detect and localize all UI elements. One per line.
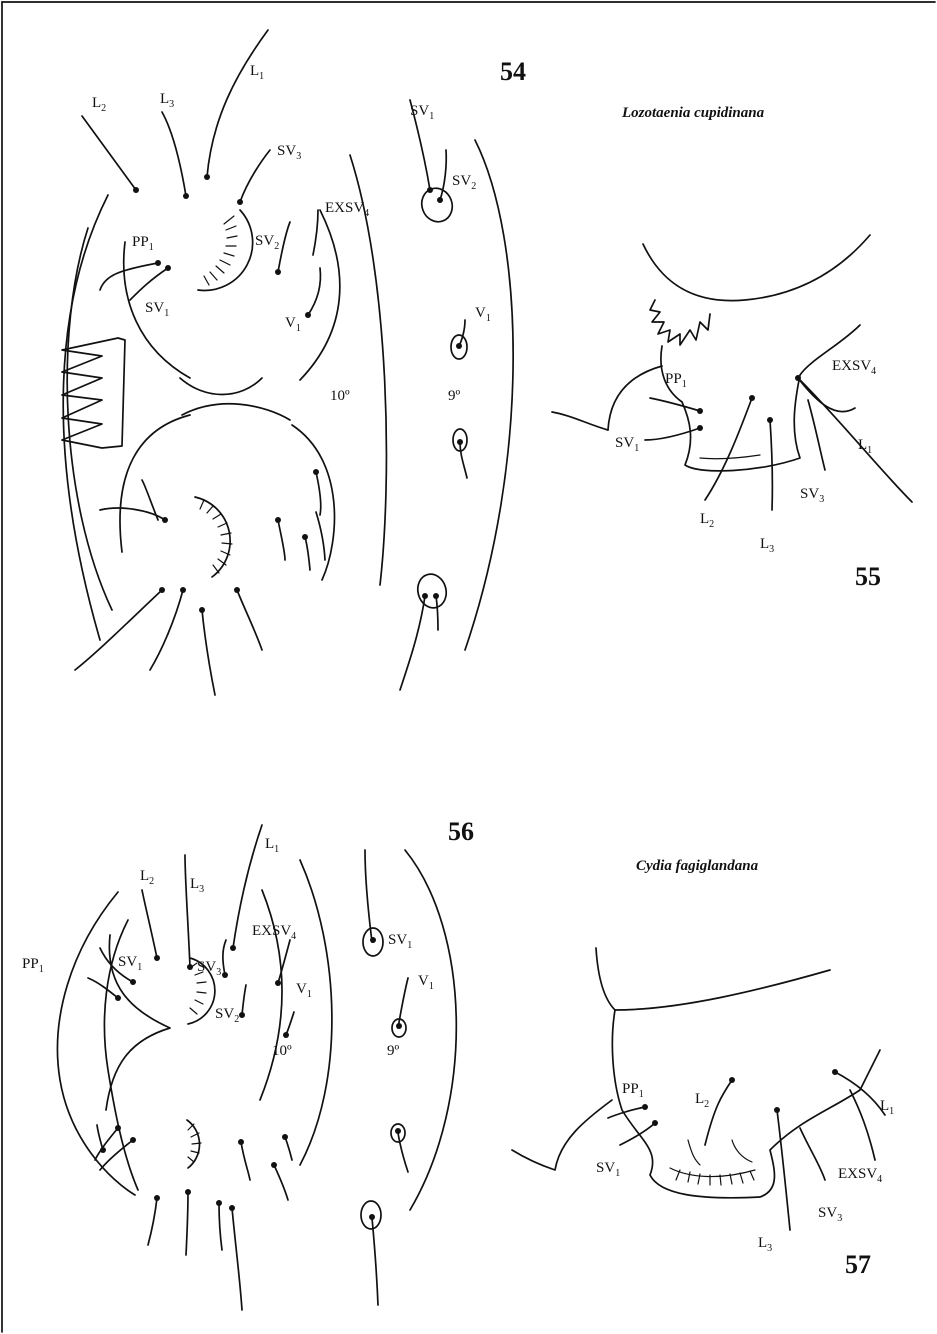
setae-labels-57: PP1 SV1 L2 L1 EXSV4 SV3 L3 — [596, 1081, 894, 1254]
segment-line-upper — [300, 210, 340, 380]
proleg-fold-b — [732, 1140, 752, 1162]
label-L1-55: L1 — [858, 437, 872, 456]
label-L1: L1 — [250, 63, 264, 82]
label-L3-56: L3 — [190, 876, 204, 895]
label-L3-57: L3 — [758, 1235, 772, 1254]
setae-lines-54 — [75, 30, 467, 695]
segment-9-boundary-56 — [405, 850, 456, 1210]
figure-55: PP1 SV1 EXSV4 L1 SV3 L2 L3 55 — [552, 235, 912, 591]
label-SV1: SV1 — [145, 300, 169, 319]
crochet-hooks-57 — [676, 1170, 754, 1185]
figure-number-57: 57 — [845, 1250, 871, 1279]
segment-10-boundary — [350, 155, 386, 585]
setae-bases-57 — [642, 1069, 838, 1126]
segment-line-lower — [292, 425, 334, 580]
label-SV1-56-9: SV1 — [388, 932, 412, 951]
crochet-fringe-55 — [650, 300, 710, 345]
lower-crochet-hooks — [200, 500, 232, 573]
label-L2-57: L2 — [695, 1091, 709, 1110]
figure-number-55: 55 — [855, 562, 881, 591]
segment-10-label-56: 10º — [272, 1043, 292, 1059]
outer-plate-curve-56 — [57, 892, 135, 1195]
setae-labels-56: L1 L2 L3 EXSV4 PP1 SV1 SV3 SV2 V1 SV1 V1… — [22, 836, 434, 1059]
segment-9-label: 9º — [448, 388, 461, 404]
upper-crochet-arc — [198, 210, 253, 290]
label-EXSV4-55: EXSV4 — [832, 358, 876, 377]
label-EXSV4-57: EXSV4 — [838, 1166, 882, 1185]
label-SV1-56: SV1 — [118, 954, 142, 973]
segment-9-boundary — [465, 140, 513, 650]
setae-bases-54 — [133, 174, 463, 613]
label-SV3-55: SV3 — [800, 486, 824, 505]
lower-lobe-top — [182, 404, 290, 420]
upper-crochet-hooks — [204, 216, 237, 285]
outer-plate-curve — [63, 195, 108, 640]
proleg-inner — [700, 455, 760, 459]
figure-56: L1 L2 L3 EXSV4 PP1 SV1 SV3 SV2 V1 SV1 V1… — [22, 817, 759, 1310]
proleg-crochet-base-57 — [670, 1168, 755, 1177]
label-EXSV4-56: EXSV4 — [252, 923, 296, 942]
upper-fold-57 — [596, 948, 830, 1010]
setae-labels-54: L1 L2 L3 SV3 EXSV4 SV2 PP1 SV1 V1 SV1 SV… — [92, 63, 491, 404]
label-SV3: SV3 — [277, 143, 301, 162]
label-L1-56: L1 — [265, 836, 279, 855]
label-L3: L3 — [160, 91, 174, 110]
setae-bases-56 — [100, 937, 402, 1220]
figure-57: PP1 SV1 L2 L1 EXSV4 SV3 L3 57 — [512, 948, 894, 1279]
label-SV1-55: SV1 — [615, 435, 639, 454]
label-SV1-57: SV1 — [596, 1160, 620, 1179]
figure-number-56: 56 — [448, 817, 474, 846]
label-V1-56-9: V1 — [418, 973, 434, 992]
label-PP1: PP1 — [132, 234, 154, 253]
segment-10-label: 10º — [330, 388, 350, 404]
spiracle-ring-sv — [417, 184, 457, 226]
label-EXSV4: EXSV4 — [325, 200, 369, 219]
segment-10-boundary-56 — [300, 860, 332, 1165]
anal-comb — [62, 338, 125, 448]
label-SV3-56: SV3 — [197, 959, 221, 978]
proleg-outline — [661, 325, 860, 471]
label-SV1-9: SV1 — [410, 103, 434, 122]
left-body-line-b — [552, 412, 608, 430]
figure-54: L1 L2 L3 SV3 EXSV4 SV2 PP1 SV1 V1 SV1 SV… — [62, 30, 765, 695]
segment-9-label-56: 9º — [387, 1043, 400, 1059]
proleg-fold-a — [688, 1140, 700, 1165]
label-PP1-56: PP1 — [22, 956, 44, 975]
label-SV2-56: SV2 — [215, 1006, 239, 1025]
label-L3-55: L3 — [760, 536, 774, 555]
label-SV3-57: SV3 — [818, 1205, 842, 1224]
label-V1-9: V1 — [475, 305, 491, 324]
setae-lines-56 — [88, 825, 408, 1310]
label-V1: V1 — [285, 315, 301, 334]
upper-lobe-bottom — [180, 378, 262, 395]
label-SV2-9: SV2 — [452, 173, 476, 192]
label-SV2: SV2 — [255, 233, 279, 252]
species-name-top: Lozotaenia cupidinana — [621, 105, 765, 121]
label-L2-55: L2 — [700, 511, 714, 530]
setae-bases-55 — [697, 375, 801, 431]
upper-fold — [643, 235, 870, 301]
label-L2: L2 — [92, 95, 106, 114]
figure-number-54: 54 — [500, 57, 526, 86]
label-V1-56: V1 — [296, 981, 312, 1000]
segment-line-56a — [260, 890, 282, 1100]
label-L2-56: L2 — [140, 868, 154, 887]
ring-lower-sv — [414, 571, 450, 611]
lower-lobe-left — [120, 415, 190, 552]
label-PP1-57: PP1 — [622, 1081, 644, 1100]
label-L1-57: L1 — [880, 1098, 894, 1117]
species-name-bottom: Cydia fagiglandana — [636, 858, 759, 874]
